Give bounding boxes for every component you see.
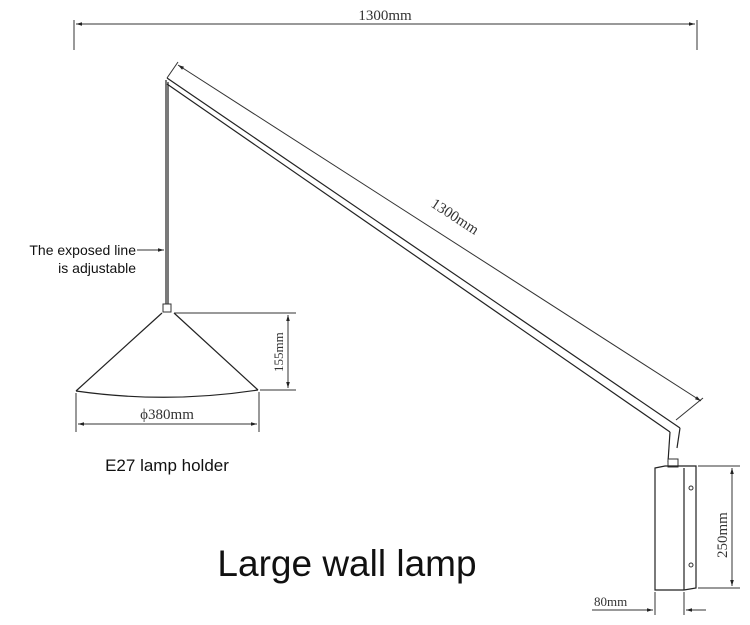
wall-base <box>654 458 697 591</box>
arm-length-label: 1300mm <box>428 196 482 239</box>
shade-height-label: 155mm <box>271 332 286 372</box>
shade-diameter-dimension: ϕ380mm <box>75 392 260 432</box>
base-width-dimension: 80mm <box>592 592 706 615</box>
base-height-label: 250mm <box>715 512 731 558</box>
base-height-dimension: 250mm <box>698 465 740 589</box>
base-width-label: 80mm <box>594 594 627 609</box>
overall-width-dimension: 1300mm <box>73 8 698 50</box>
exposed-line-annotation: The exposed line is adjustable <box>29 242 164 276</box>
lamp-holder-label: E27 lamp holder <box>105 456 229 475</box>
shade-diameter-label: ϕ380mm <box>140 407 194 423</box>
drawing-title: Large wall lamp <box>217 543 476 584</box>
overall-width-label: 1300mm <box>358 8 412 24</box>
lamp-arm <box>166 77 681 463</box>
exposed-line-text-2: is adjustable <box>58 260 136 276</box>
shade-height-dimension: 155mm <box>260 315 296 391</box>
exposed-line-text-1: The exposed line <box>29 242 136 258</box>
lamp-shade <box>75 303 296 398</box>
hanging-wire <box>165 80 169 304</box>
arm-length-dimension: 1300mm <box>166 61 704 421</box>
